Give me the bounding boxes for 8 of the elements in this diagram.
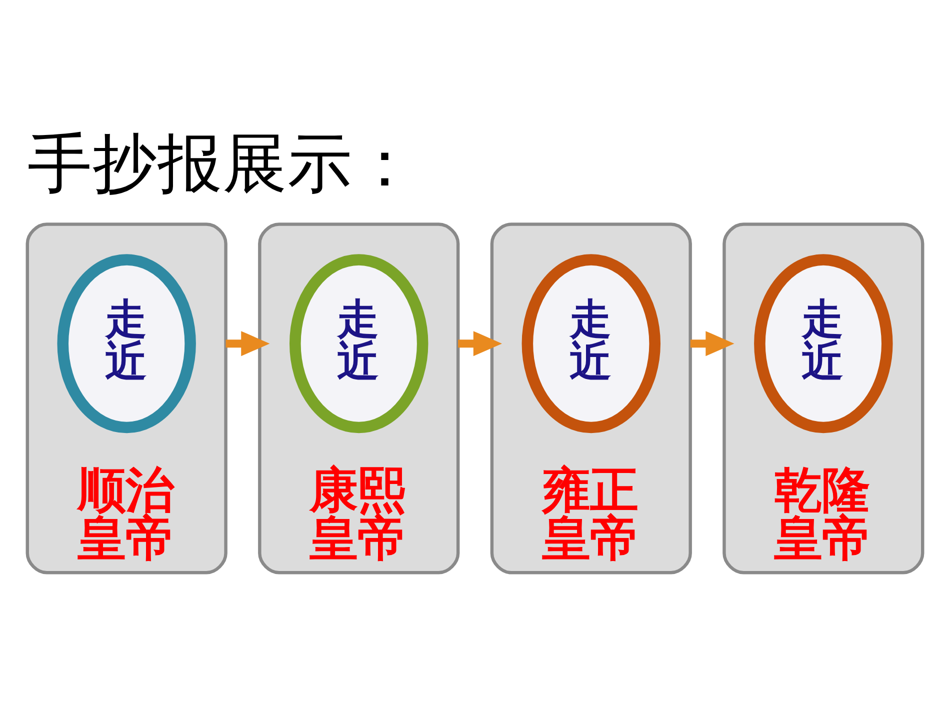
node-ellipse: 走近 xyxy=(57,254,196,434)
arrow xyxy=(226,331,270,356)
diagram-title: 手抄报展示： xyxy=(27,126,418,202)
node-ellipse: 走近 xyxy=(290,254,428,434)
node-ellipse: 走近 xyxy=(522,254,660,434)
arrow xyxy=(690,331,734,356)
node-ellipse: 走近 xyxy=(754,254,893,434)
arrow xyxy=(458,331,502,356)
